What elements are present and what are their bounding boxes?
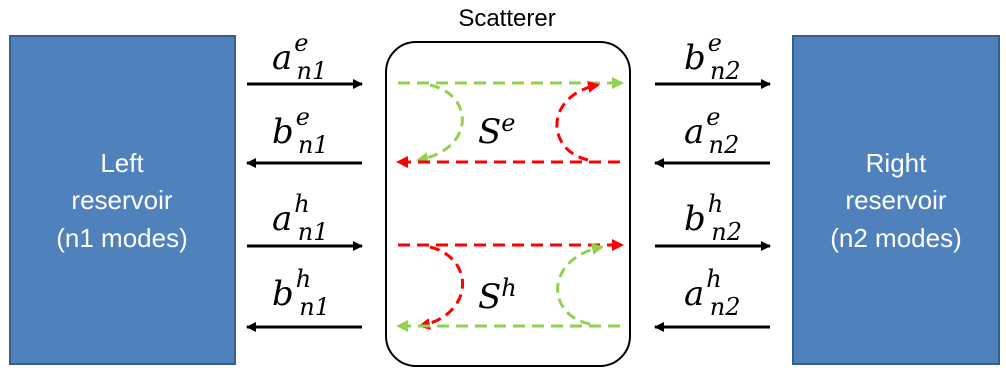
right-reservoir-line-1: Right <box>866 148 927 178</box>
electron-reflection-curve <box>416 83 464 165</box>
scatterer-box <box>385 41 631 367</box>
left-reservoir-line-1: Left <box>100 148 144 178</box>
left-reservoir: Left reservoir (n1 modes) <box>9 35 236 365</box>
scatterer-title: Scatterer <box>458 5 555 32</box>
right-arrows <box>654 79 771 332</box>
matrix-s-h: Sh <box>478 274 517 317</box>
matrix-s-e: Se <box>478 109 516 152</box>
right-reservoir-line-2: reservoir <box>845 185 946 215</box>
hole-reflection-curve-top <box>555 80 600 162</box>
right-reservoir-box <box>792 35 1000 365</box>
right-reservoir-line-3: (n2 modes) <box>830 223 962 253</box>
left-reservoir-box <box>9 35 236 365</box>
left-reservoir-line-2: reservoir <box>71 185 172 215</box>
right-reservoir: Right reservoir (n2 modes) <box>792 35 1000 365</box>
scatterer: Scatterer Se Sh <box>385 5 631 367</box>
left-arrows <box>246 79 363 332</box>
electron-reflection-curve-bottom <box>556 243 604 326</box>
left-reservoir-line-3: (n1 modes) <box>56 223 188 253</box>
hole-reflection-curve-bottom <box>418 245 465 330</box>
